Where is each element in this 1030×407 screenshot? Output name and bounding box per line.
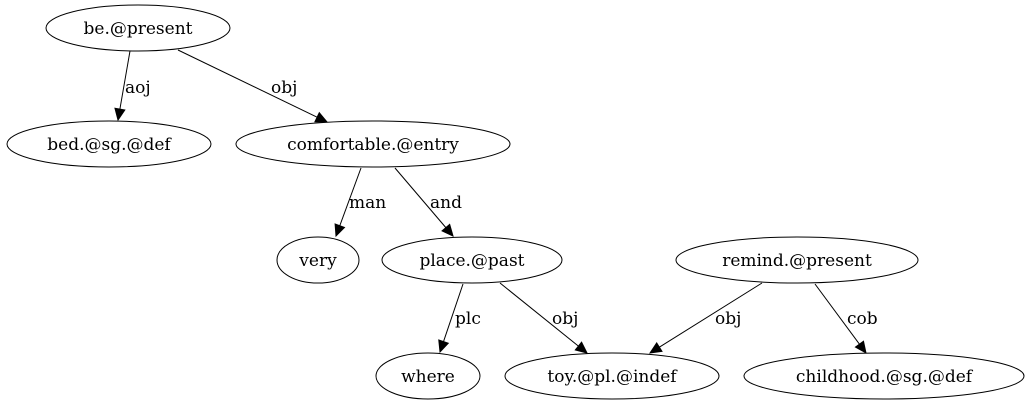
node-label: where <box>401 367 455 387</box>
node-ellipse <box>276 236 360 284</box>
node-place: place.@past <box>381 236 563 284</box>
node-label: comfortable.@entry <box>287 135 459 155</box>
arrowhead-icon <box>438 339 450 354</box>
edge-label: cob <box>847 309 878 329</box>
edge-comfortable-place: and <box>394 167 462 237</box>
edge-label: aoj <box>125 78 151 98</box>
node-label: childhood.@sg.@def <box>796 367 974 387</box>
arrowhead-icon <box>441 223 454 237</box>
edge-line <box>499 282 579 347</box>
node-childhood: childhood.@sg.@def <box>743 352 1025 400</box>
node-ellipse <box>743 352 1025 400</box>
edge-place-where: plc <box>438 283 481 354</box>
edge-label: obj <box>715 309 741 329</box>
node-toy: toy.@pl.@indef <box>504 352 720 400</box>
node-remind: remind.@present <box>675 236 919 284</box>
node-label: place.@past <box>419 251 524 271</box>
node-be: be.@present <box>45 4 231 52</box>
arrowhead-icon <box>574 341 588 354</box>
node-ellipse <box>675 236 919 284</box>
node-bed: bed.@sg.@def <box>6 120 212 168</box>
edge-line <box>443 283 464 342</box>
node-label: be.@present <box>84 19 193 39</box>
edge-be-bed: aoj <box>114 50 151 122</box>
edge-comfortable-very: man <box>334 167 386 238</box>
nodes-layer: be.@present bed.@sg.@def comfortable.@entr… <box>6 4 1025 400</box>
edge-place-toy: obj <box>499 282 588 354</box>
edge-label: obj <box>271 78 297 98</box>
node-ellipse <box>504 352 720 400</box>
node-ellipse <box>235 120 511 168</box>
edge-remind-childhood: cob <box>814 283 878 354</box>
node-ellipse <box>381 236 563 284</box>
edge-label: plc <box>455 309 481 329</box>
edge-line <box>177 49 318 118</box>
edge-label: man <box>349 193 386 213</box>
node-where: where <box>375 352 481 400</box>
node-ellipse <box>6 120 212 168</box>
edges-layer: aoj obj man and plc obj obj cob <box>114 49 878 354</box>
node-ellipse <box>375 352 481 400</box>
edge-label: and <box>430 193 462 213</box>
node-very: very <box>276 236 360 284</box>
node-label: toy.@pl.@indef <box>547 367 678 387</box>
node-comfortable: comfortable.@entry <box>235 120 511 168</box>
edge-be-comfortable: obj <box>177 49 329 123</box>
arrowhead-icon <box>648 342 663 354</box>
edge-remind-toy: obj <box>648 282 763 354</box>
arrowhead-icon <box>334 223 346 238</box>
edge-line <box>394 167 447 228</box>
edge-line <box>659 282 763 348</box>
node-label: bed.@sg.@def <box>47 135 172 155</box>
arrowhead-icon <box>314 111 329 123</box>
edge-line <box>814 283 860 345</box>
node-label: very <box>298 251 337 271</box>
edge-line <box>339 167 362 226</box>
node-label: remind.@present <box>722 251 872 271</box>
arrowhead-icon <box>114 107 126 122</box>
node-ellipse <box>45 4 231 52</box>
edge-label: obj <box>552 309 578 329</box>
arrowhead-icon <box>854 340 867 354</box>
edge-line <box>119 50 131 110</box>
